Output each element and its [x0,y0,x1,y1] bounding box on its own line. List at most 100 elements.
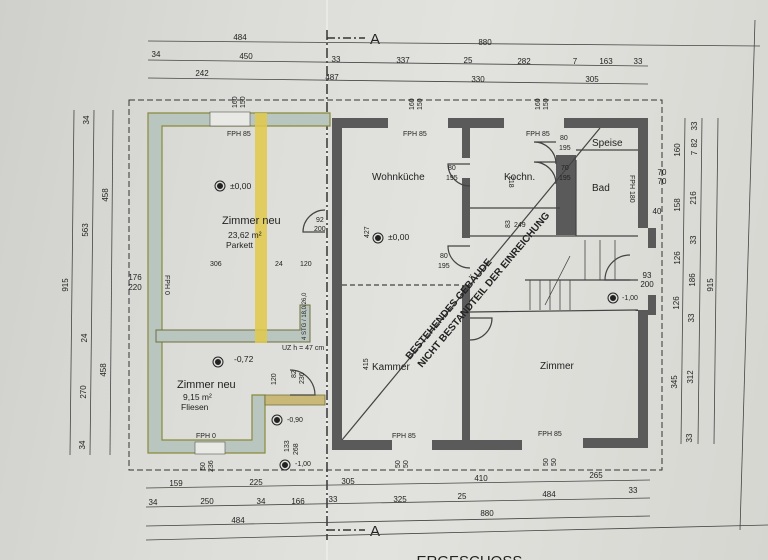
door-label: 195 [438,263,450,270]
dim-label: 126 [673,251,682,265]
dim-label: 330 [471,75,485,84]
dim-label: 160 [232,96,239,108]
dim-label: 915 [61,278,70,292]
dim-label: 7 [690,150,699,155]
window-label: FPH 85 [526,131,550,138]
room-area: 23,62 m² [228,230,262,240]
window-label: FPH 180 [628,175,635,203]
existing-building-note-2: NICHT BESTANDTEIL DER EINREICHUNG [416,210,553,370]
dim-label: 305 [585,75,599,84]
level-label: ±0,00 [388,232,409,242]
dim-label: 34 [82,115,91,124]
dim-label: 70 [658,177,667,186]
dim-label: 34 [149,498,158,507]
dim-label: 120 [300,261,312,268]
plan-title: ...ERGESCHOSS [404,553,522,560]
door-label: 195 [559,175,571,182]
door-label: 268 [293,443,300,455]
uz-note: UZ h = 47 cm [282,345,324,352]
dim-label: 126 [672,296,681,310]
dim-label: 33 [685,433,694,442]
dim-label: 345 [670,375,679,389]
dim-label: 427 [364,226,371,238]
dim-label: 484 [231,516,245,525]
door-label: 195 [446,175,458,182]
dim-label: 337 [396,56,410,65]
beam-yellow [255,113,267,343]
dim-label: 70 [658,168,667,177]
dim-label: 305 [341,477,355,486]
dim-label: 282 [517,57,531,66]
existing-building-note-1: BESTEHENDES GEBÄUDE [402,255,494,362]
dim-label: 33 [689,235,698,244]
site-outline [128,99,663,471]
room-floor: Parkett [226,240,254,250]
door-label: 80 [448,165,456,172]
dim-label: 33 [690,121,699,130]
dim-label: 82 [690,138,699,147]
dim-label: 150 [417,98,424,110]
dim-label: 34 [78,440,87,449]
dim-label: 34 [257,497,266,506]
dim-label: 216 [689,191,698,205]
dim-label: 218 [507,176,514,188]
dim-label: 150 [543,98,550,110]
level-label: ±0,00 [230,181,251,191]
dim-label: 236 [208,460,215,472]
room-wohnkueche: Wohnküche [372,172,425,183]
door-label: 236 [299,372,306,384]
dim-label: 160 [409,98,416,110]
dim-label: 166 [291,497,305,506]
door-label: 200 [314,226,326,233]
door-label: 70 [561,165,569,172]
dim-label: 176 [128,273,142,282]
room-kammer: Kammer [372,362,410,373]
section-marker-top: A [370,31,380,48]
door-label: 133 [284,440,291,452]
dim-label: 7 [573,57,578,66]
dim-label: 306 [210,261,222,268]
dim-label: 160 [673,143,682,157]
door-label: 92 [316,217,324,224]
dim-label: 50 [551,458,558,466]
room-speise: Speise [592,138,623,149]
room-zimmer-neu-1: Zimmer neu [222,215,281,227]
dim-label: 120 [271,373,278,385]
door-label: 195 [559,145,571,152]
room-bad: Bad [592,183,610,194]
dim-label: 312 [686,370,695,384]
dim-top-880: 880 [478,38,492,47]
level-label: -1,00 [295,461,311,468]
window-label: FPH 85 [538,431,562,438]
dim-label: 50 [403,460,410,468]
dim-label: 270 [79,385,88,399]
dim-label: 487 [325,73,339,82]
room-floor: Fliesen [181,402,209,412]
dim-label: 484 [542,490,556,499]
dim-label: 250 [200,497,214,506]
dim-label: 325 [393,495,407,504]
dim-label: 458 [101,188,110,202]
dim-label: 33 [332,55,341,64]
room-area: 9,15 m² [183,392,212,402]
dim-label: 410 [474,474,488,483]
window-label: FPH 85 [227,131,251,138]
level-label: -1,00 [622,295,638,302]
level-label: -0,72 [234,354,254,364]
dim-label: 915 [706,278,715,292]
dim-label: 33 [634,57,643,66]
window-label: FPH 85 [403,131,427,138]
dim-label: 50 [200,462,207,470]
dim-label: 415 [363,358,370,370]
dim-label: 50 [543,458,550,466]
room-zimmer: Zimmer [540,361,575,372]
dim-label: 265 [589,471,603,480]
door-label: 80 [440,253,448,260]
door-label: 80 [560,135,568,142]
dim-label: 40 [653,207,662,216]
dim-label: 25 [464,56,473,65]
dim-label: 220 [128,283,142,292]
dim-label: 458 [99,363,108,377]
